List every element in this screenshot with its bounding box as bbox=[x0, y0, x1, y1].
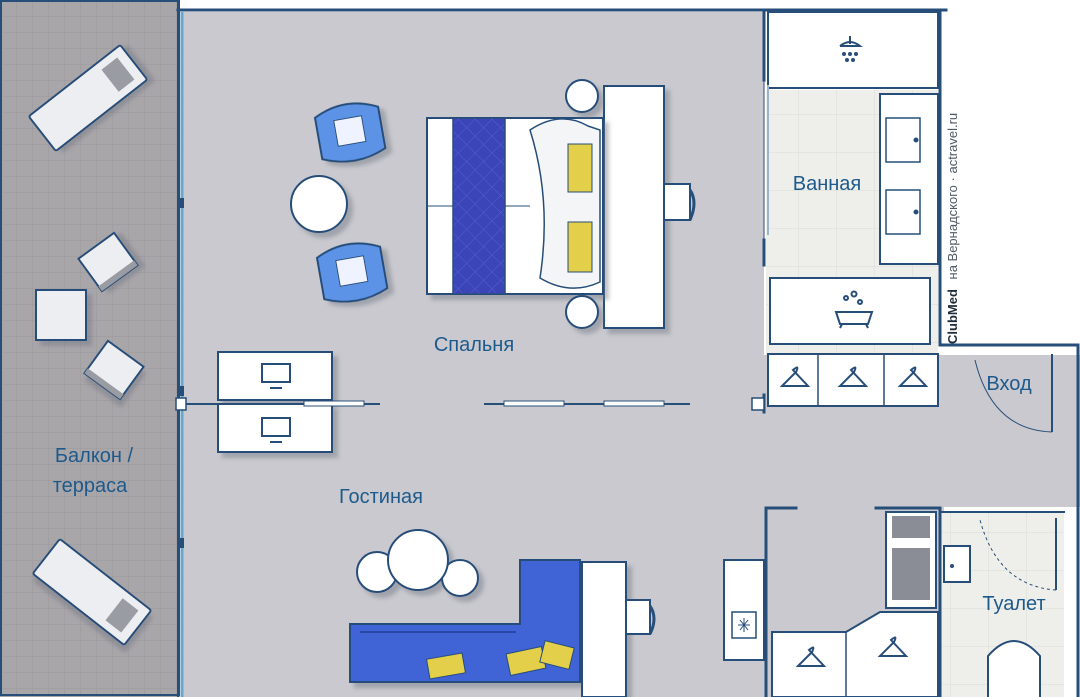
safe-cabinet bbox=[723, 559, 765, 661]
toilet-door bbox=[979, 518, 1057, 591]
round-coffee-table bbox=[290, 175, 348, 233]
hanger-icon bbox=[877, 636, 909, 657]
sun-lounger-bottom bbox=[32, 538, 152, 646]
bathroom-label: Ванная bbox=[793, 173, 862, 195]
desk-living bbox=[217, 403, 333, 453]
shower-icon bbox=[839, 36, 863, 62]
bedroom-label: Спальня bbox=[434, 334, 514, 356]
watermark-text: на Вернадского · actravel.ru bbox=[945, 113, 960, 280]
pillow-yellow-top bbox=[567, 143, 593, 193]
watermark-brand: ClubMed bbox=[945, 289, 960, 344]
hanger-icon bbox=[795, 646, 827, 667]
safe-icon bbox=[738, 618, 750, 632]
sofa-cushion bbox=[539, 640, 575, 670]
pillow-yellow-bottom bbox=[567, 221, 593, 273]
sofa-cushion bbox=[425, 652, 467, 680]
balcony-chair-top bbox=[77, 231, 139, 293]
monitor-icon bbox=[261, 417, 291, 443]
armchair-top bbox=[313, 102, 387, 163]
round-tables-cluster bbox=[356, 529, 479, 597]
armchair-bottom bbox=[315, 242, 389, 303]
wardrobe bbox=[767, 353, 939, 407]
sliding-partition bbox=[175, 397, 765, 411]
entrance-label: Вход bbox=[986, 373, 1032, 395]
hanger-icon bbox=[897, 366, 929, 387]
balcony-label: Балкон / bbox=[55, 445, 134, 467]
desk-bedroom bbox=[217, 351, 333, 401]
nightstand-lamp-bottom bbox=[565, 295, 599, 329]
bathtub-icon bbox=[834, 290, 874, 329]
wall-lamp bbox=[625, 599, 656, 635]
balcony-glass-wall bbox=[178, 12, 184, 697]
bed bbox=[426, 117, 604, 295]
vanity-counter bbox=[879, 93, 939, 265]
balcony-table bbox=[35, 289, 87, 341]
wall-lamp bbox=[663, 183, 696, 221]
monitor-icon bbox=[261, 363, 291, 389]
svg-text:ClubMed на Вернадского ·: ClubMed на Вернадского · actravel.ru bbox=[945, 113, 960, 344]
hanger-icon bbox=[779, 366, 811, 387]
balcony-label-line2: терраса bbox=[53, 475, 128, 497]
toilet-label: Туалет bbox=[982, 593, 1045, 615]
storage-shelves bbox=[885, 511, 937, 609]
shower-cabin bbox=[767, 11, 939, 89]
nightstand-lamp-top bbox=[565, 79, 599, 113]
living-room-label: Гостиная bbox=[339, 486, 423, 508]
watermark: ClubMed на Вернадского · actravel.ru bbox=[945, 113, 960, 344]
closet-cabinets bbox=[771, 611, 939, 697]
entrance-door bbox=[974, 354, 1053, 433]
hanger-icon bbox=[837, 366, 869, 387]
corner-sofa bbox=[349, 559, 581, 683]
bed-runner bbox=[452, 117, 506, 295]
headboard-panel bbox=[603, 85, 665, 329]
sun-lounger-top bbox=[28, 44, 148, 152]
toilet-sink bbox=[943, 545, 971, 583]
balcony-chair-bottom bbox=[83, 339, 145, 401]
toilet-bowl bbox=[987, 640, 1041, 697]
tv-console bbox=[581, 561, 627, 697]
